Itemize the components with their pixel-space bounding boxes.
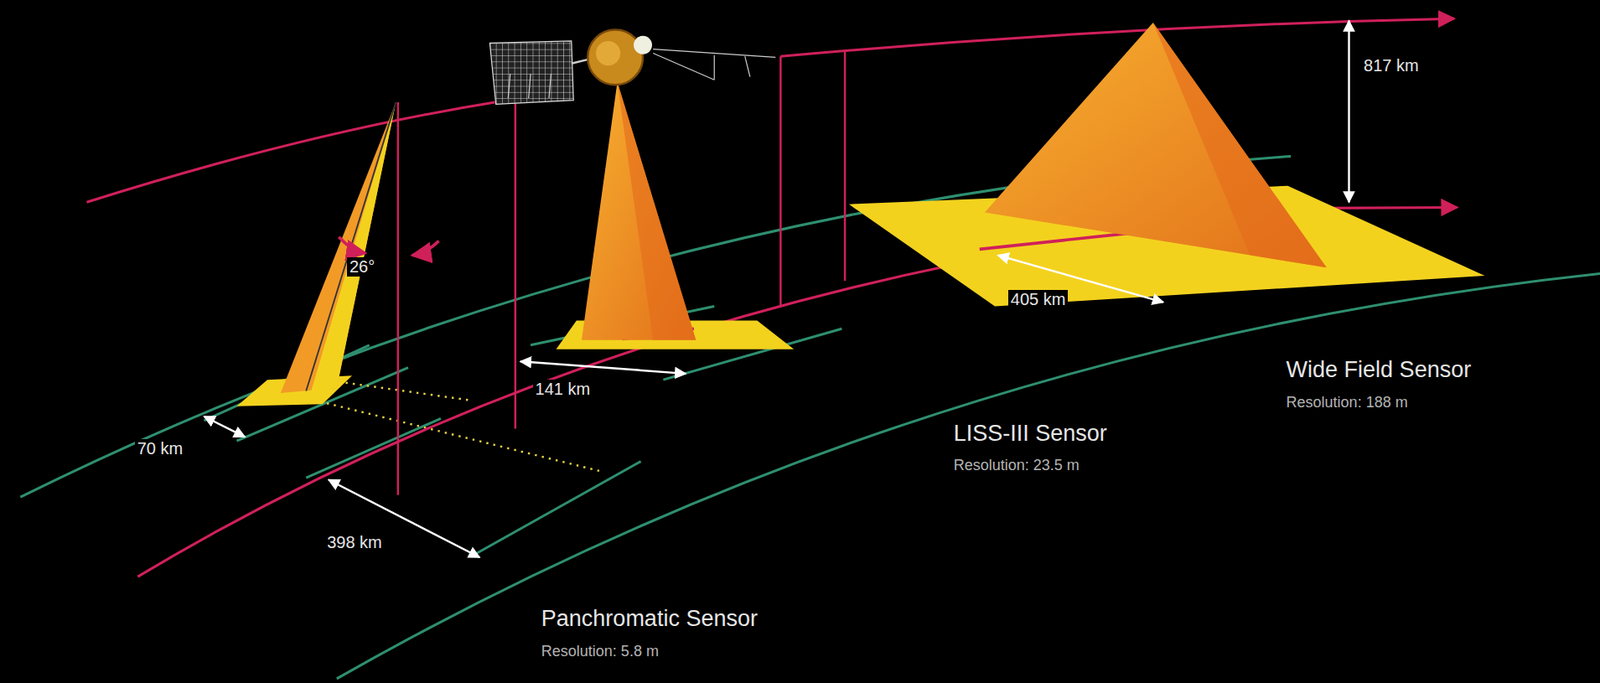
swath-label: 405 km bbox=[1008, 289, 1069, 310]
wifs-cone-shade bbox=[1153, 22, 1327, 268]
solar-panel bbox=[489, 41, 574, 104]
range-label: 398 km bbox=[324, 533, 385, 553]
swath-label: 70 km bbox=[134, 439, 186, 459]
orbit-arrow bbox=[780, 18, 1455, 57]
swath-edge bbox=[305, 418, 441, 478]
resolution-note: Resolution: 5.8 m bbox=[538, 642, 662, 661]
ground-curves bbox=[20, 156, 1600, 679]
green-curve bbox=[336, 274, 1600, 679]
wifs-track bbox=[979, 233, 1134, 249]
resolution-note: Resolution: 188 m bbox=[1284, 393, 1411, 412]
swath-edge bbox=[471, 461, 641, 557]
swath-label: 141 km bbox=[533, 379, 594, 399]
pan-cone bbox=[280, 102, 397, 394]
dotted-guides bbox=[305, 379, 602, 472]
altitude-label: 817 km bbox=[1361, 56, 1422, 76]
satellite bbox=[489, 30, 776, 105]
sensor-name: Panchromatic Sensor bbox=[538, 605, 761, 632]
orbit-line bbox=[86, 102, 495, 202]
resolution-note: Resolution: 23.5 m bbox=[951, 456, 1083, 475]
pan-axis bbox=[305, 102, 396, 392]
liss-cone bbox=[581, 82, 696, 341]
angle-arrow bbox=[412, 241, 440, 256]
sensor-name: LISS-III Sensor bbox=[951, 420, 1110, 447]
dimension-arrows bbox=[203, 20, 1349, 558]
angle-label: 26° bbox=[346, 257, 378, 277]
sensor-name: Wide Field Sensor bbox=[1284, 357, 1475, 384]
liss-cone-shade bbox=[617, 82, 697, 341]
wifs-cone bbox=[984, 22, 1327, 268]
satellite-body bbox=[587, 30, 643, 86]
angle-arrow bbox=[338, 237, 366, 254]
vertical-lines bbox=[398, 51, 845, 496]
antenna-dish bbox=[633, 36, 653, 55]
